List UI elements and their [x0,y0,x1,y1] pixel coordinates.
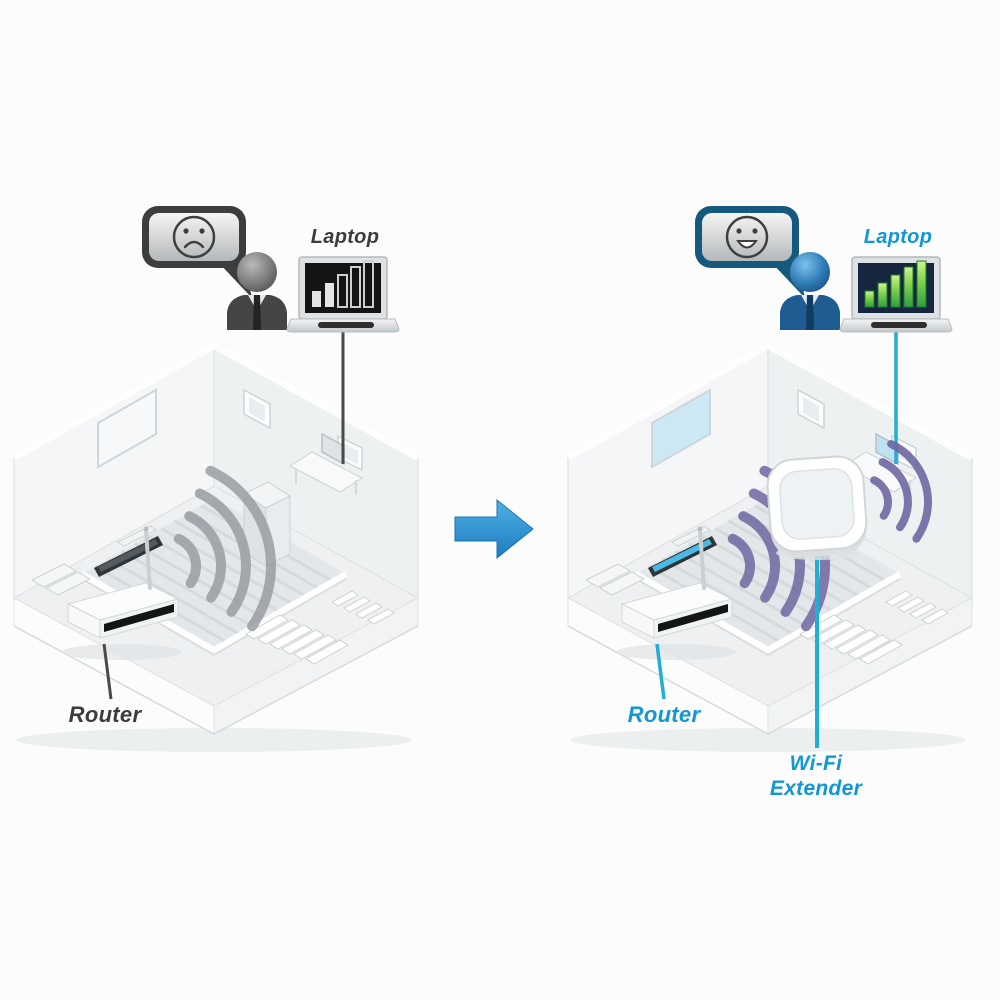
sad-face-icon [172,215,216,259]
person-head [790,252,830,292]
signal-bars-weak [312,260,374,308]
wifi-extender-label: Wi-Fi Extender [750,752,882,802]
router-label-before: Router [68,702,142,727]
happy-face-icon [725,215,769,259]
laptop-image-before [286,256,400,333]
laptop-label-after: Laptop [863,226,933,248]
laptop-image-after [839,256,953,333]
person-head [237,252,277,292]
speech-bubble-happy [695,206,805,298]
wifi-extender-label-line1: Wi-Fi [789,752,843,775]
router-callout-line-after [655,643,666,700]
house-after-illustration [568,346,972,752]
router-label-after: Router [627,702,701,727]
person-after [780,252,840,330]
wifi-extender-device [766,455,868,560]
laptop-label-before: Laptop [310,226,380,248]
speech-bubble-sad [142,206,252,298]
house-before-illustration [14,346,418,752]
wifi-extender-label-line2: Extender [769,776,863,800]
person-before [227,252,287,330]
signal-bars-strong [864,260,927,308]
router-callout-line-before [102,643,113,700]
right-arrow-icon [454,498,534,560]
extender-signal-arcs [870,440,932,543]
